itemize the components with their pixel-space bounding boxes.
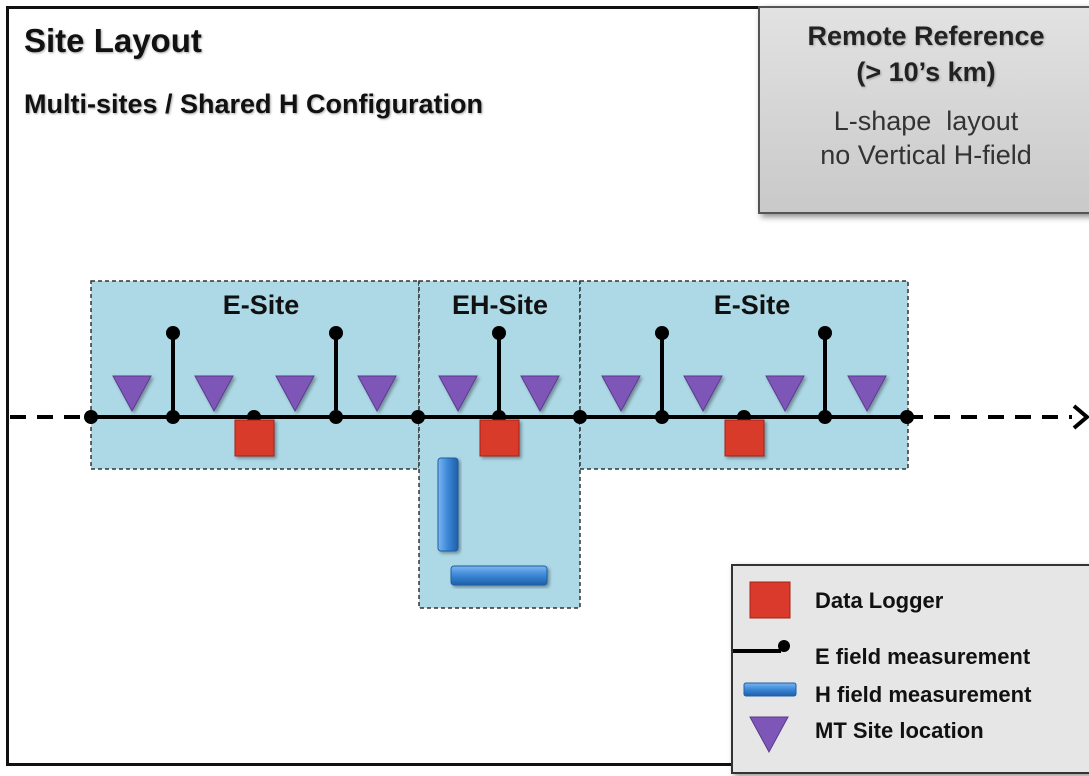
e-site-label-right: E-Site	[714, 290, 791, 320]
h-field-sensor-horizontal	[450, 565, 548, 586]
mt-site-icon	[112, 375, 152, 413]
e-site-label-left: E-Site	[223, 290, 300, 320]
mt-site-icon	[765, 375, 805, 413]
legend-label-data-logger: Data Logger	[815, 588, 944, 613]
electrode-dot	[818, 326, 832, 340]
page-subtitle: Multi-sites / Shared H Configuration	[24, 89, 484, 119]
legend-label-mt-site: MT Site location	[815, 718, 984, 743]
electrode-dot	[655, 410, 669, 424]
page-title: Site Layout	[24, 22, 202, 59]
mt-site-icon	[194, 375, 234, 413]
h-field-icon	[743, 682, 797, 697]
data-logger-icon	[479, 419, 520, 457]
profile-arrow-head-icon	[1072, 404, 1089, 430]
remote-reference-body-line2: no Vertical H-field	[820, 140, 1032, 170]
mt-site-icon	[847, 375, 887, 413]
electrode-dot	[166, 326, 180, 340]
data-logger-icon	[724, 419, 765, 457]
e-field-dot-icon	[778, 640, 790, 652]
mt-site-icon	[275, 375, 315, 413]
electrode-dot	[166, 410, 180, 424]
legend-label-h-field: H field measurement	[815, 682, 1032, 707]
mt-site-icon	[683, 375, 723, 413]
site-layout-diagram: E-Site EH-Site E-Site	[10, 280, 1089, 609]
electrode-dot	[900, 410, 914, 424]
electrode-dot	[411, 410, 425, 424]
remote-reference-box: Remote Reference (> 10’s km) L-shape lay…	[758, 6, 1089, 214]
remote-reference-title-line2: (> 10’s km)	[856, 57, 996, 87]
h-field-sensor-vertical	[437, 457, 459, 552]
legend-icons	[733, 581, 797, 754]
eh-site-label: EH-Site	[452, 290, 548, 320]
diagram-canvas: Site Layout Multi-sites / Shared H Confi…	[6, 6, 1089, 774]
mt-site-icon	[749, 716, 789, 754]
legend-label-e-field: E field measurement	[815, 644, 1031, 669]
electrode-dot	[329, 326, 343, 340]
legend: Data Logger E field measurement H field …	[731, 564, 1089, 774]
mt-site-icon	[520, 375, 560, 413]
remote-reference-title: Remote Reference (> 10’s km)	[760, 18, 1089, 90]
remote-reference-body: L-shape layout no Vertical H-field	[760, 104, 1089, 172]
mt-site-icon	[438, 375, 478, 413]
remote-reference-title-line1: Remote Reference	[807, 21, 1045, 51]
electrode-dot	[492, 326, 506, 340]
mt-site-icon	[601, 375, 641, 413]
electrode-dot	[329, 410, 343, 424]
electrode-dot	[818, 410, 832, 424]
electrode-dot	[573, 410, 587, 424]
electrode-dot	[84, 410, 98, 424]
data-logger-icon	[749, 581, 791, 619]
remote-reference-body-line1: L-shape layout	[833, 106, 1019, 136]
mt-site-icon	[357, 375, 397, 413]
data-logger-icon	[234, 419, 275, 457]
electrode-dot	[655, 326, 669, 340]
